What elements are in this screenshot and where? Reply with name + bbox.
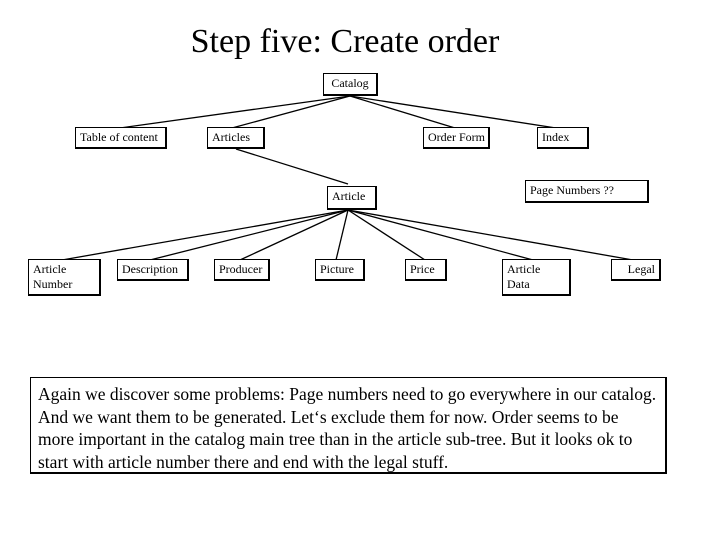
node-description: Description bbox=[117, 259, 189, 281]
node-article: Article bbox=[327, 186, 377, 210]
node-index: Index bbox=[537, 127, 589, 149]
node-table-of-content: Table of content bbox=[75, 127, 167, 149]
node-page-numbers-label: Page Numbers ?? bbox=[530, 183, 614, 197]
node-article-number-label: Article Number bbox=[33, 262, 73, 291]
edge-catalog-orderform bbox=[349, 95, 456, 129]
node-description-label: Description bbox=[122, 262, 178, 276]
node-picture: Picture bbox=[315, 259, 365, 281]
node-article-number: Article Number bbox=[28, 259, 101, 296]
node-article-data-label: Article Data bbox=[507, 262, 541, 291]
node-price: Price bbox=[405, 259, 447, 281]
node-price-label: Price bbox=[410, 262, 435, 276]
edge-article-producer bbox=[239, 209, 349, 261]
edge-catalog-articles bbox=[231, 95, 351, 129]
edge-article-articlenumber bbox=[61, 209, 349, 261]
edge-catalog-index bbox=[349, 95, 557, 129]
edge-article-description bbox=[149, 209, 349, 261]
node-table-of-content-label: Table of content bbox=[80, 130, 158, 144]
node-producer: Producer bbox=[214, 259, 270, 281]
edge-article-legal bbox=[347, 209, 634, 261]
node-picture-label: Picture bbox=[320, 262, 354, 276]
node-articles: Articles bbox=[207, 127, 265, 149]
node-articles-label: Articles bbox=[212, 130, 250, 144]
note-text: Again we discover some problems: Page nu… bbox=[38, 384, 657, 472]
node-order-form-label: Order Form bbox=[428, 130, 485, 144]
node-catalog: Catalog bbox=[323, 73, 378, 96]
note-box: Again we discover some problems: Page nu… bbox=[30, 377, 667, 474]
edge-articles-article bbox=[235, 148, 349, 185]
page-title: Step five: Create order bbox=[190, 23, 500, 60]
node-legal-label: Legal bbox=[627, 262, 655, 276]
node-catalog-label: Catalog bbox=[331, 76, 369, 90]
node-article-data: Article Data bbox=[502, 259, 571, 296]
edge-article-picture bbox=[335, 209, 349, 261]
node-producer-label: Producer bbox=[219, 262, 263, 276]
node-index-label: Index bbox=[542, 130, 570, 144]
node-legal: Legal bbox=[611, 259, 661, 281]
node-article-label: Article bbox=[332, 189, 366, 203]
node-page-numbers: Page Numbers ?? bbox=[525, 180, 649, 203]
edge-article-price bbox=[347, 209, 426, 261]
edge-article-articledata bbox=[347, 209, 534, 261]
node-order-form: Order Form bbox=[423, 127, 490, 149]
edge-catalog-toc bbox=[119, 95, 351, 129]
